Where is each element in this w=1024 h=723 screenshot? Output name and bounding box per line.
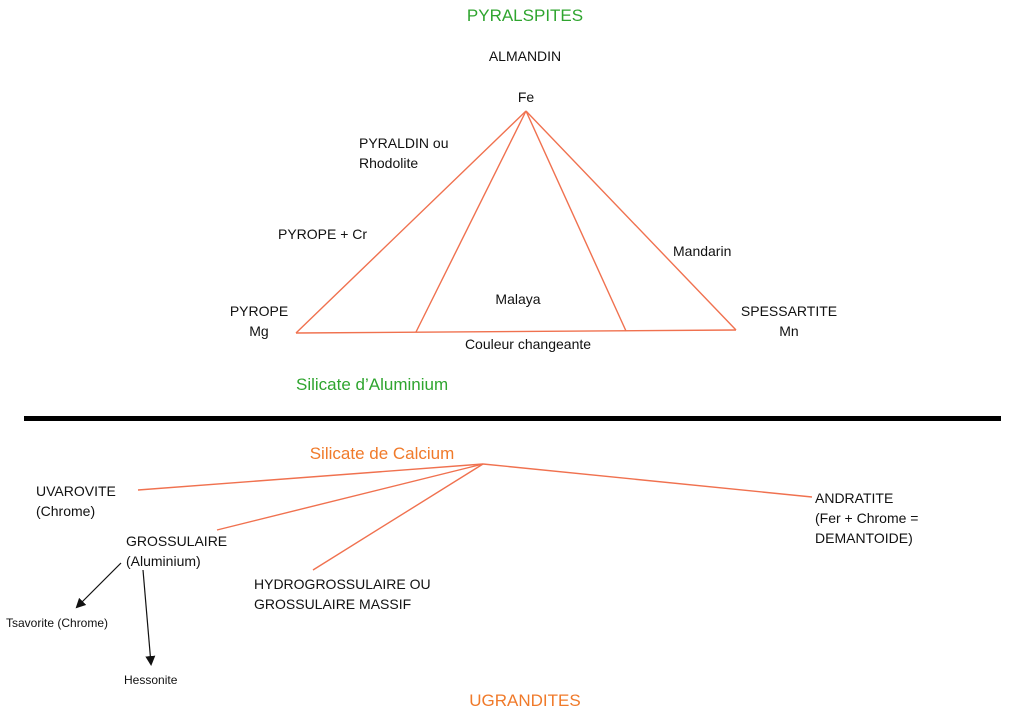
grossulaire-label-line1: GROSSULAIRE: [126, 533, 228, 549]
pyrope-cr-label: PYROPE + Cr: [278, 226, 368, 242]
spessartite-label-line1: SPESSARTITE: [740, 303, 838, 319]
grossulaire-label: GROSSULAIRE (Aluminium): [126, 531, 227, 571]
link-calcium-grossulaire: [216, 463, 484, 531]
mg-label: Mg: [249, 323, 269, 339]
fe-label: Fe: [517, 89, 535, 105]
couleur-changeante-label: Couleur changeante: [464, 336, 592, 352]
link-calcium-uvarovite: [137, 463, 484, 491]
edge-fe-spessartite: [525, 110, 737, 331]
andratite-label-line1: ANDRATITE: [815, 490, 894, 506]
edge-fe-inner-left: [415, 110, 527, 333]
pyrope-label-line1: PYROPE: [229, 303, 289, 319]
pyralspite-triangle: [295, 110, 737, 334]
hydrogrossulaire-label: HYDROGROSSULAIRE OU GROSSULAIRE MASSIF: [254, 574, 431, 614]
link-calcium-hydrogrossulaire: [312, 463, 484, 571]
pyralspites-heading: PYRALSPITES: [466, 6, 584, 25]
uvarovite-label-line2: (Chrome): [36, 503, 96, 519]
grossulaire-arrows: [75, 562, 156, 666]
silicate-aluminium-heading: Silicate d’Aluminium: [296, 375, 449, 394]
pyraldin-label-line2: Rhodolite: [359, 155, 419, 171]
malaya-label: Malaya: [495, 291, 541, 307]
ugrandites-heading: UGRANDITES: [469, 691, 581, 710]
section-divider: [24, 416, 1001, 421]
edge-fe-inner-right: [525, 110, 627, 332]
uvarovite-label: UVAROVITE (Chrome): [36, 481, 116, 521]
andratite-label-line3: DEMANTOIDE): [815, 530, 913, 546]
hydrogrossulaire-label-line2: GROSSULAIRE MASSIF: [254, 596, 412, 612]
andratite-label-line2: (Fer + Chrome =: [815, 510, 919, 526]
uvarovite-label-line1: UVAROVITE: [36, 483, 116, 499]
link-calcium-andratite: [482, 463, 813, 498]
mandarin-label: Mandarin: [673, 243, 732, 259]
edge-fe-pyrope: [295, 110, 527, 334]
hessonite-label: Hessonite: [124, 673, 178, 687]
spessartite-label: SPESSARTITE Mn: [741, 301, 837, 341]
pyrope-label: PYROPE Mg: [230, 301, 288, 341]
tsavorite-label: Tsavorite (Chrome): [6, 616, 109, 630]
arrow-to-hessonite: [142, 569, 156, 666]
mn-label: Mn: [779, 323, 799, 339]
hydrogrossulaire-label-line1: HYDROGROSSULAIRE OU: [254, 576, 431, 592]
silicate-calcium-heading: Silicate de Calcium: [309, 444, 455, 463]
grossulaire-label-line2: (Aluminium): [126, 553, 201, 569]
arrow-to-tsavorite: [75, 562, 122, 609]
andratite-label: ANDRATITE (Fer + Chrome = DEMANTOIDE): [815, 488, 918, 548]
almandin-label: ALMANDIN: [488, 48, 562, 64]
pyraldin-label: PYRALDIN ou Rhodolite: [359, 133, 448, 173]
ugrandite-links: [137, 463, 813, 571]
pyraldin-label-line1: PYRALDIN ou: [359, 135, 449, 151]
edge-pyrope-spessartite: [295, 329, 737, 334]
